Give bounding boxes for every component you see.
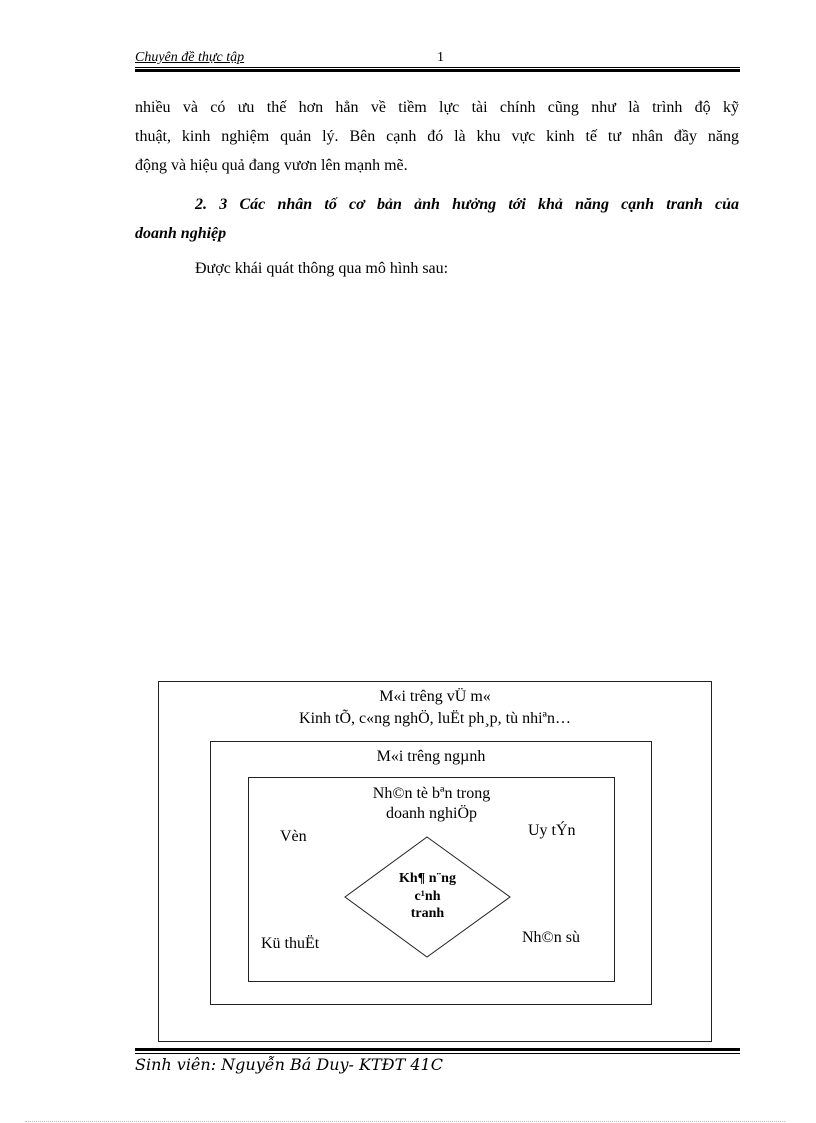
- diamond-shape: [344, 836, 511, 958]
- footer-text: Sinh viên: Nguyễn Bá Duy- KTĐT 41C: [135, 1055, 443, 1074]
- footer-rule-thick: [135, 1048, 740, 1051]
- factor-reputation: Uy tÝn: [528, 822, 576, 839]
- body-paragraph: nhiều và có ưu thế hơn hẳn về tiềm lực t…: [135, 93, 739, 180]
- intro-line: Được khái quát thông qua mô hình sau:: [195, 260, 449, 277]
- outer-subtitle: Kinh tÕ, c«ng nghÖ, luËt ph¸p, tù nhiªn…: [299, 710, 571, 727]
- paragraph-line: nhiều và có ưu thế hơn hẳn về tiềm lực t…: [135, 99, 739, 116]
- factor-technology: Kü thuËt: [261, 935, 320, 952]
- footer-rule-thin: [135, 1053, 740, 1054]
- paragraph-line: thuật, kinh nghiệm quản lý. Bên cạnh đó …: [135, 128, 739, 145]
- outer-title: M«i trêng vÜ m«: [379, 688, 491, 705]
- intro-text: Được khái quát thông qua mô hình sau:: [135, 254, 739, 283]
- header-rule-thin: [135, 67, 740, 68]
- heading-line: doanh nghiệp: [135, 225, 227, 242]
- inner-title-line1: Nh©n tè bªn trong: [372, 785, 491, 802]
- inner-title-line2: doanh nghiÖp: [385, 805, 478, 822]
- header-title: Chuyên đề thực tập: [135, 50, 245, 65]
- factor-personnel: Nh©n sù: [522, 929, 580, 946]
- center-line1: Kh¶ n¨ng: [399, 871, 456, 886]
- diagram-outer-box: [158, 681, 712, 1042]
- factor-capital: Vèn: [280, 828, 307, 845]
- heading-line: 2. 3 Các nhân tố cơ bản ảnh hưởng tới kh…: [195, 196, 739, 213]
- middle-title: M«i trêng ngµnh: [376, 748, 486, 765]
- diagram-inner-box: [248, 777, 615, 982]
- diagram-middle-box: [210, 741, 652, 1005]
- section-heading: 2. 3 Các nhân tố cơ bản ảnh hưởng tới kh…: [135, 190, 739, 248]
- center-line3: tranh: [410, 906, 445, 921]
- header-rule-thick: [135, 69, 740, 72]
- page-bottom-dotted-line: [25, 1121, 785, 1123]
- center-line2: c¹nh: [414, 889, 441, 904]
- page-number: 1: [437, 50, 444, 65]
- paragraph-line: động và hiệu quả đang vươn lên mạnh mẽ.: [135, 157, 408, 174]
